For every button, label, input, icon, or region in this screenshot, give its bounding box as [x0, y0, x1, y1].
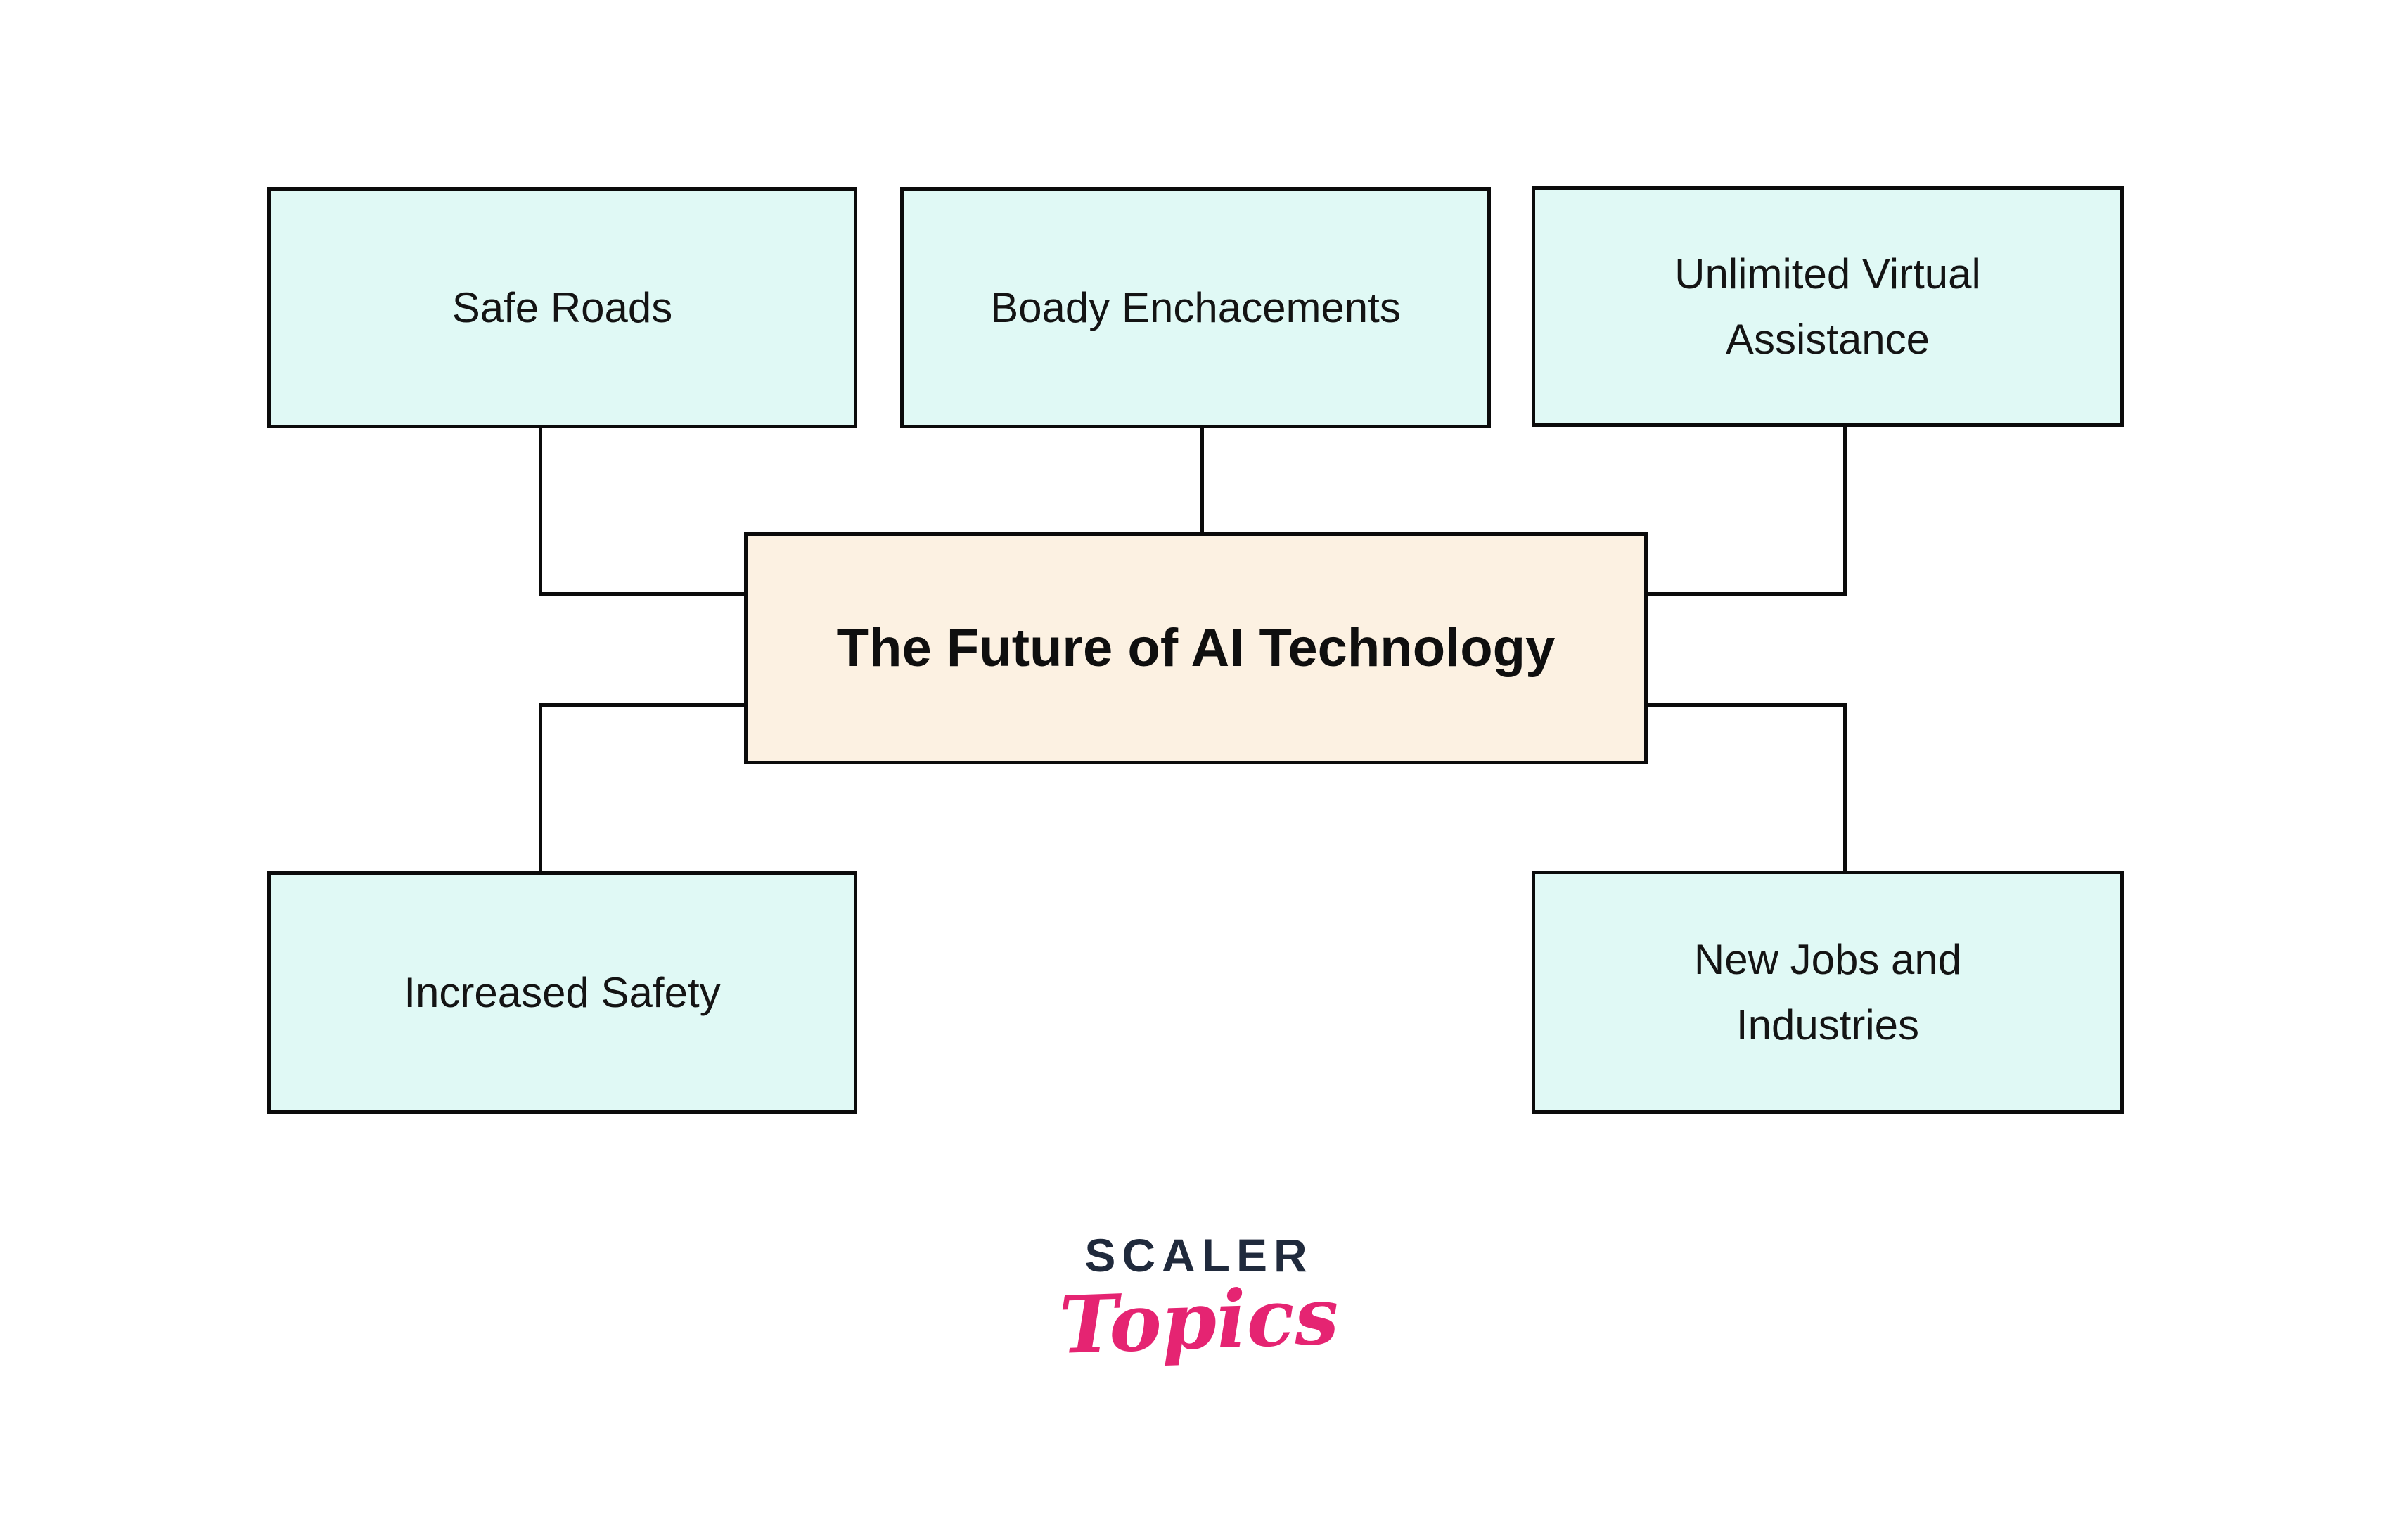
node-future-of-ai-technology-label: The Future of AI Technology: [836, 618, 1556, 679]
node-safe-roads-label: Safe Roads: [451, 284, 673, 331]
node-unlimited-virtual-assistance: Unlimited Virtual Assistance: [1532, 186, 2124, 427]
scaler-topics-logo: SCALER Topics: [1020, 1229, 1378, 1372]
node-new-jobs-and-industries: New Jobs and Industries: [1532, 871, 2124, 1114]
scaler-logo-text: SCALER: [1084, 1229, 1314, 1281]
topics-logo-text: Topics: [1058, 1270, 1340, 1372]
node-increased-safety-label: Increased Safety: [404, 969, 721, 1016]
node-unlimited-virtual-assistance-label: Unlimited Virtual Assistance: [1674, 250, 1981, 363]
node-safe-roads: Safe Roads: [267, 187, 857, 428]
connector-safe-roads-horizontal: [539, 592, 746, 596]
node-increased-safety: Increased Safety: [267, 871, 857, 1114]
connector-increased-safety-vertical: [539, 703, 542, 873]
connector-safe-roads-vertical: [539, 425, 542, 596]
connector-virtual-assistance-horizontal: [1646, 592, 1847, 596]
connector-increased-safety-horizontal: [539, 703, 746, 707]
node-new-jobs-and-industries-label: New Jobs and Industries: [1693, 936, 1962, 1048]
connector-boady-vertical: [1200, 425, 1204, 534]
node-boady-enchacements: Boady Enchacements: [900, 187, 1491, 428]
connector-virtual-assistance-vertical: [1843, 424, 1847, 596]
connector-new-jobs-horizontal: [1646, 703, 1847, 707]
node-future-of-ai-technology: The Future of AI Technology: [744, 532, 1648, 764]
node-boady-enchacements-label: Boady Enchacements: [990, 284, 1401, 331]
connector-new-jobs-vertical: [1843, 703, 1847, 873]
